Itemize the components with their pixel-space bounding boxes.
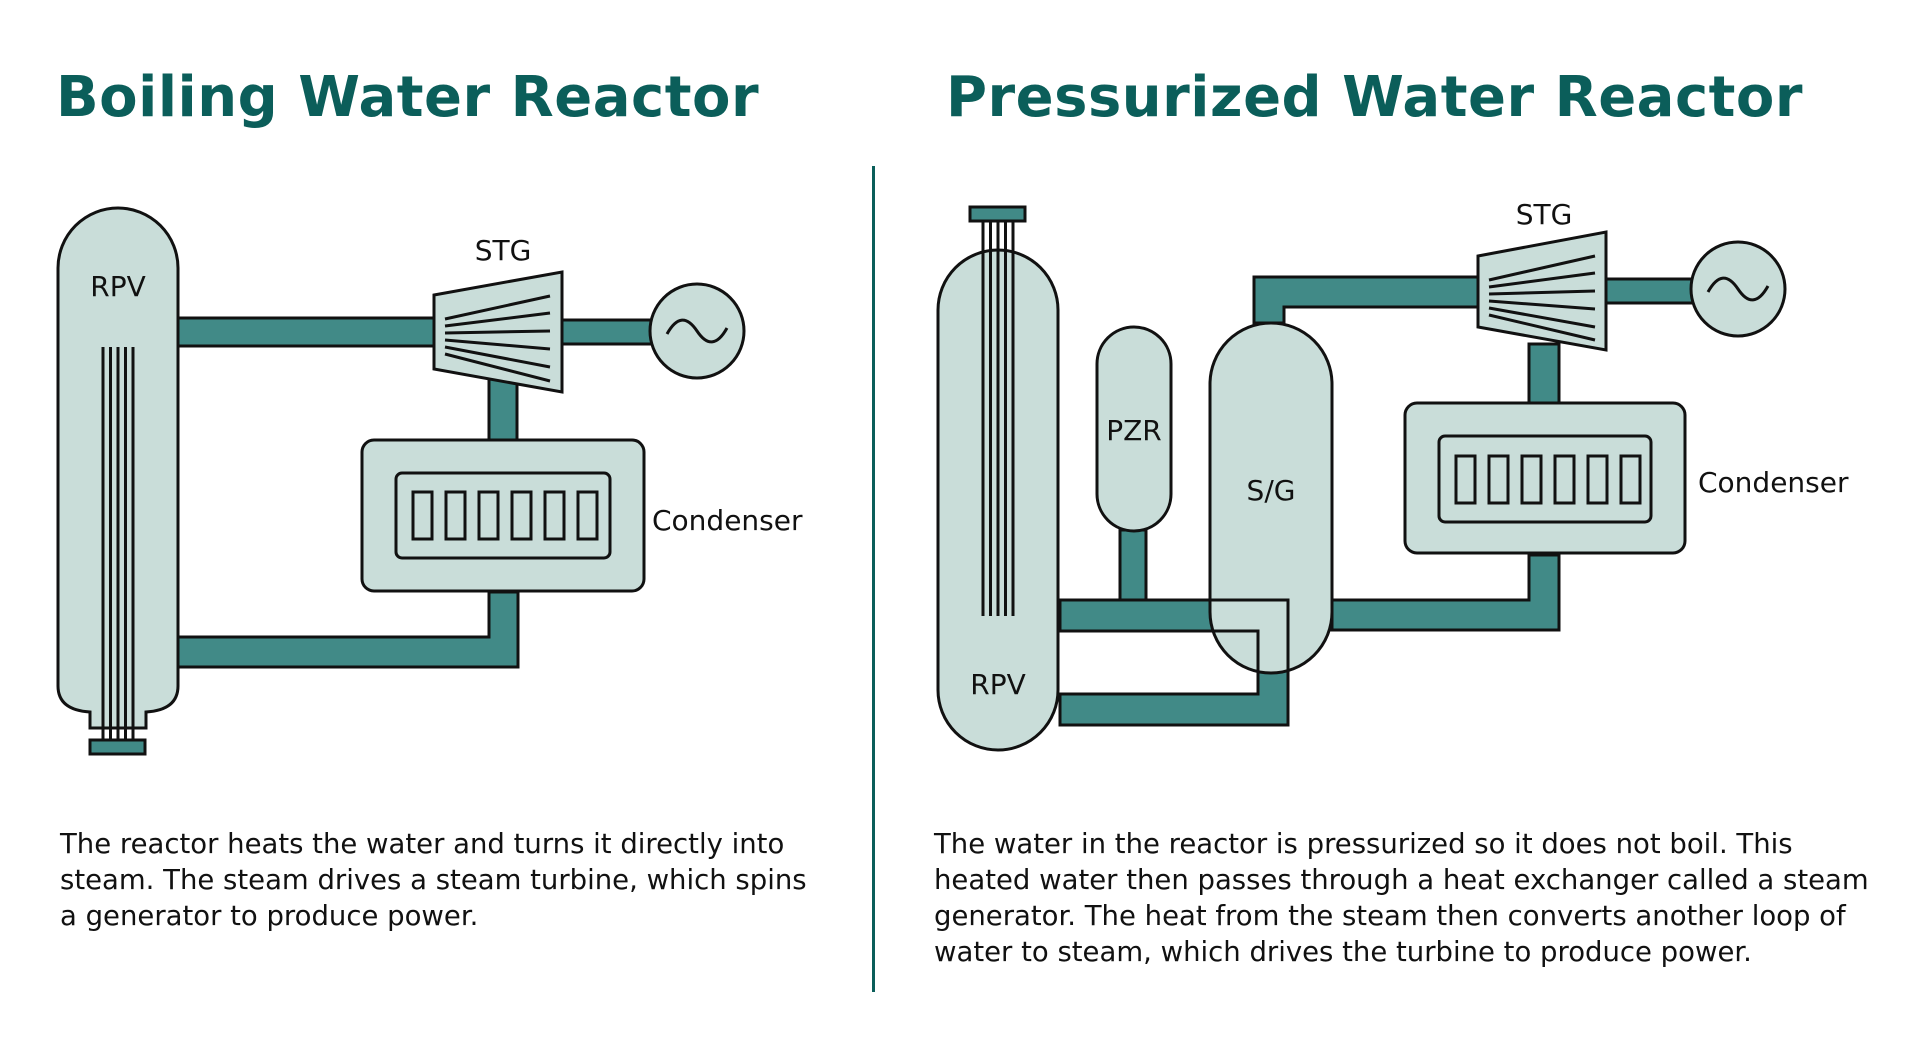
bwr-title: Boiling Water Reactor — [56, 65, 760, 130]
pwr-schematic: RPV PZR S/G STG — [936, 198, 1849, 752]
pwr-condenser — [1403, 401, 1687, 555]
bwr-stg-label: STG — [475, 234, 532, 267]
bwr-condenser — [360, 438, 646, 593]
pwr-turbine-exhaust — [1527, 342, 1561, 406]
pwr-stg-label: STG — [1516, 198, 1573, 231]
bwr-rpv-label: RPV — [90, 270, 146, 303]
bwr-condenser-tubes — [411, 490, 599, 541]
pwr-steam-line — [1252, 275, 1482, 325]
bwr-steam-line — [176, 316, 440, 348]
pwr-generator-shaft — [1602, 277, 1696, 305]
bwr-schematic: RPV STG — [56, 206, 803, 756]
pwr-pressurizer-surge-line — [1118, 528, 1148, 608]
bwr-turbine-exhaust — [487, 376, 519, 443]
bwr-condenser-tubes-frame — [394, 471, 612, 560]
pwr-condenser-tubes — [1454, 454, 1642, 505]
pwr-feedwater-line — [1330, 553, 1561, 632]
pwr-sine-wave-icon — [1706, 276, 1770, 302]
bwr-turbine-blades — [444, 294, 551, 383]
pwr-title: Pressurized Water Reactor — [946, 65, 1804, 130]
bwr-sine-wave-icon — [665, 318, 729, 344]
pwr-description: The water in the reactor is pressurized … — [934, 828, 1869, 968]
bwr-generator-shaft — [560, 318, 654, 346]
bwr-condenser-label: Condenser — [652, 504, 803, 537]
pwr-rpv-label: RPV — [970, 668, 1026, 701]
bwr-rpv-base — [88, 738, 147, 756]
bwr-feedwater-line — [176, 590, 520, 669]
pwr-condenser-tubes-frame — [1437, 434, 1653, 524]
bwr-description: The reactor heats the water and turns it… — [60, 828, 807, 932]
pwr-pzr-label: PZR — [1106, 414, 1162, 447]
pwr-condenser-label: Condenser — [1698, 466, 1849, 499]
section-divider — [872, 166, 875, 992]
pwr-rpv-head-flange — [968, 205, 1027, 223]
pwr-sg-label: S/G — [1247, 474, 1296, 507]
pwr-sg-tube-outline — [1058, 598, 1290, 727]
bwr-fuel-rods — [101, 347, 135, 740]
pwr-fuel-rods — [981, 221, 1015, 616]
pwr-turbine-blades — [1488, 254, 1596, 342]
pwr-pressurizer — [1095, 325, 1173, 533]
